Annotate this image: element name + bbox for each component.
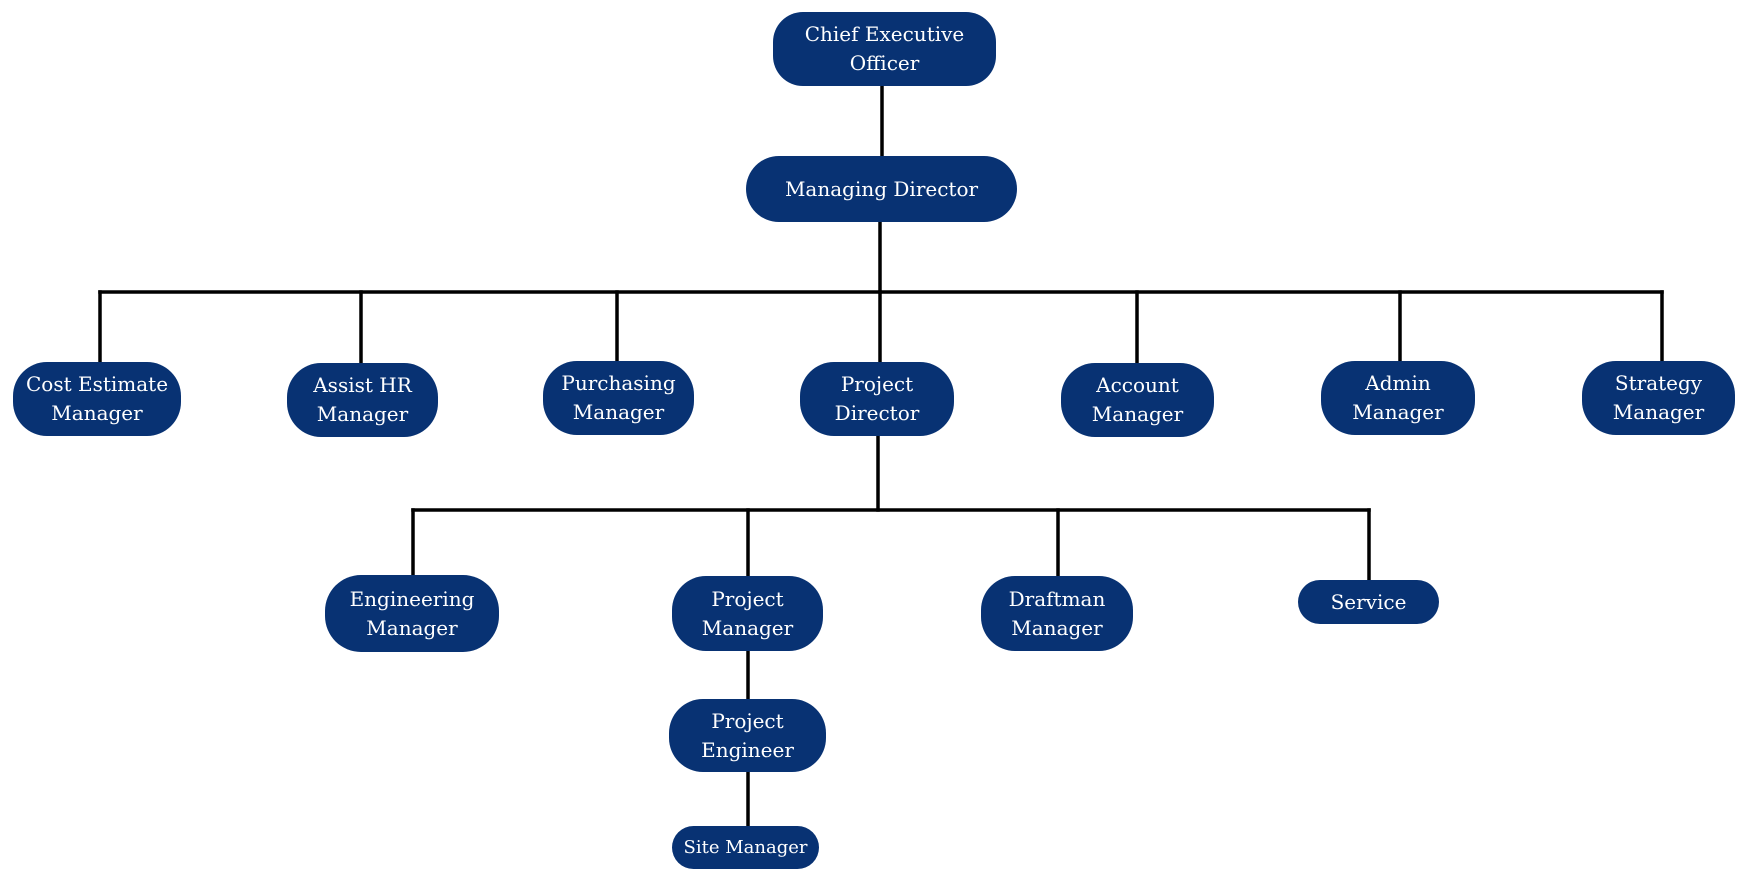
node-project-engineer: Project Engineer xyxy=(669,699,826,772)
node-assist-hr-manager: Assist HR Manager xyxy=(287,363,438,437)
node-draftman-manager: Draftman Manager xyxy=(981,576,1133,651)
node-project-director: Project Director xyxy=(800,362,954,436)
node-project-manager: Project Manager xyxy=(672,576,823,651)
node-chief-executive-officer: Chief Executive Officer xyxy=(773,12,996,86)
node-site-manager: Site Manager xyxy=(672,826,819,869)
node-service: Service xyxy=(1298,580,1439,624)
node-engineering-manager: Engineering Manager xyxy=(325,575,499,652)
node-admin-manager: Admin Manager xyxy=(1321,361,1475,435)
node-purchasing-manager: Purchasing Manager xyxy=(543,361,694,435)
node-account-manager: Account Manager xyxy=(1061,363,1214,437)
node-managing-director: Managing Director xyxy=(746,156,1017,222)
node-cost-estimate-manager: Cost Estimate Manager xyxy=(13,362,181,436)
node-strategy-manager: Strategy Manager xyxy=(1582,361,1735,435)
